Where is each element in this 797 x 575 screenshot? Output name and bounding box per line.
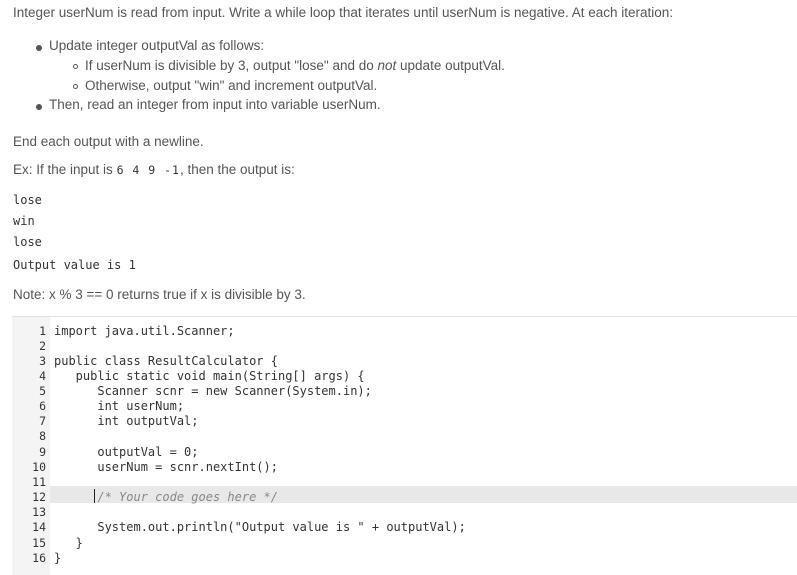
sub-bullet-otherwise: Otherwise, output "win" and increment ou… bbox=[85, 78, 378, 93]
line-number: 3 bbox=[39, 354, 46, 368]
code-line[interactable]: public class ResultCalculator { bbox=[54, 354, 278, 368]
line-number: 15 bbox=[32, 536, 46, 550]
code-line[interactable]: int outputVal; bbox=[54, 414, 199, 428]
line-number: 5 bbox=[39, 384, 46, 398]
code-line-comment[interactable]: /* Your code goes here */ bbox=[54, 490, 278, 504]
code-line[interactable]: Scanner scnr = new Scanner(System.in); bbox=[54, 384, 372, 398]
example-input-code: 6 4 9 -1 bbox=[116, 163, 180, 177]
code-line[interactable]: import java.util.Scanner; bbox=[54, 324, 235, 338]
code-line[interactable]: public static void main(String[] args) { bbox=[54, 369, 365, 383]
line-number: 7 bbox=[39, 414, 46, 428]
line-number: 11 bbox=[32, 475, 46, 489]
sub-bullet-ring bbox=[73, 64, 78, 69]
emphasis-not: not bbox=[377, 58, 397, 73]
sub-bullet-divisible-post: update outputVal. bbox=[396, 58, 505, 73]
line-number: 12 bbox=[32, 490, 46, 504]
sub-bullet-ring bbox=[73, 84, 78, 89]
code-line[interactable]: } bbox=[54, 536, 83, 550]
end-note: End each output with a newline. bbox=[13, 134, 204, 149]
line-number: 6 bbox=[39, 399, 46, 413]
example-output-line: win bbox=[13, 214, 35, 228]
code-line[interactable]: System.out.println("Output value is " + … bbox=[54, 520, 466, 534]
example-line: Ex: If the input is 6 4 9 -1, then the o… bbox=[13, 162, 295, 177]
line-number: 13 bbox=[32, 505, 46, 519]
code-editor[interactable]: 1 2 3 4 5 6 7 8 9 10 11 12 13 14 15 16 i… bbox=[12, 316, 797, 575]
line-number: 1 bbox=[39, 324, 46, 338]
code-line[interactable]: } bbox=[54, 551, 62, 565]
line-number: 10 bbox=[32, 460, 46, 474]
code-line[interactable]: outputVal = 0; bbox=[54, 445, 199, 459]
code-line[interactable]: int userNum; bbox=[54, 399, 185, 413]
line-number: 14 bbox=[32, 520, 46, 534]
example-output-line: Output value is 1 bbox=[13, 258, 136, 272]
line-number: 4 bbox=[39, 369, 46, 383]
intro-text: Integer userNum is read from input. Writ… bbox=[13, 5, 674, 20]
text-cursor bbox=[94, 489, 95, 503]
line-number: 9 bbox=[39, 445, 46, 459]
example-pre: Ex: If the input is bbox=[13, 162, 117, 177]
example-post: , then the output is: bbox=[179, 162, 295, 177]
line-number: 16 bbox=[32, 551, 46, 565]
line-number: 2 bbox=[39, 339, 46, 353]
line-number: 8 bbox=[39, 429, 46, 443]
code-area[interactable] bbox=[50, 317, 797, 575]
bullet-dot bbox=[36, 45, 42, 51]
note-text: Note: x % 3 == 0 returns true if x is di… bbox=[13, 287, 306, 302]
example-output-line: lose bbox=[13, 193, 42, 207]
sub-bullet-divisible-pre: If userNum is divisible by 3, output "lo… bbox=[85, 58, 378, 73]
bullet-dot bbox=[36, 104, 42, 110]
line-number-gutter bbox=[12, 317, 50, 575]
active-line-highlight bbox=[50, 486, 797, 503]
code-line[interactable]: userNum = scnr.nextInt(); bbox=[54, 460, 278, 474]
example-output-line: lose bbox=[13, 235, 42, 249]
sub-bullet-divisible: If userNum is divisible by 3, output "lo… bbox=[85, 58, 505, 73]
bullet-update-output: Update integer outputVal as follows: bbox=[49, 38, 265, 53]
bullet-read-input: Then, read an integer from input into va… bbox=[49, 97, 381, 112]
